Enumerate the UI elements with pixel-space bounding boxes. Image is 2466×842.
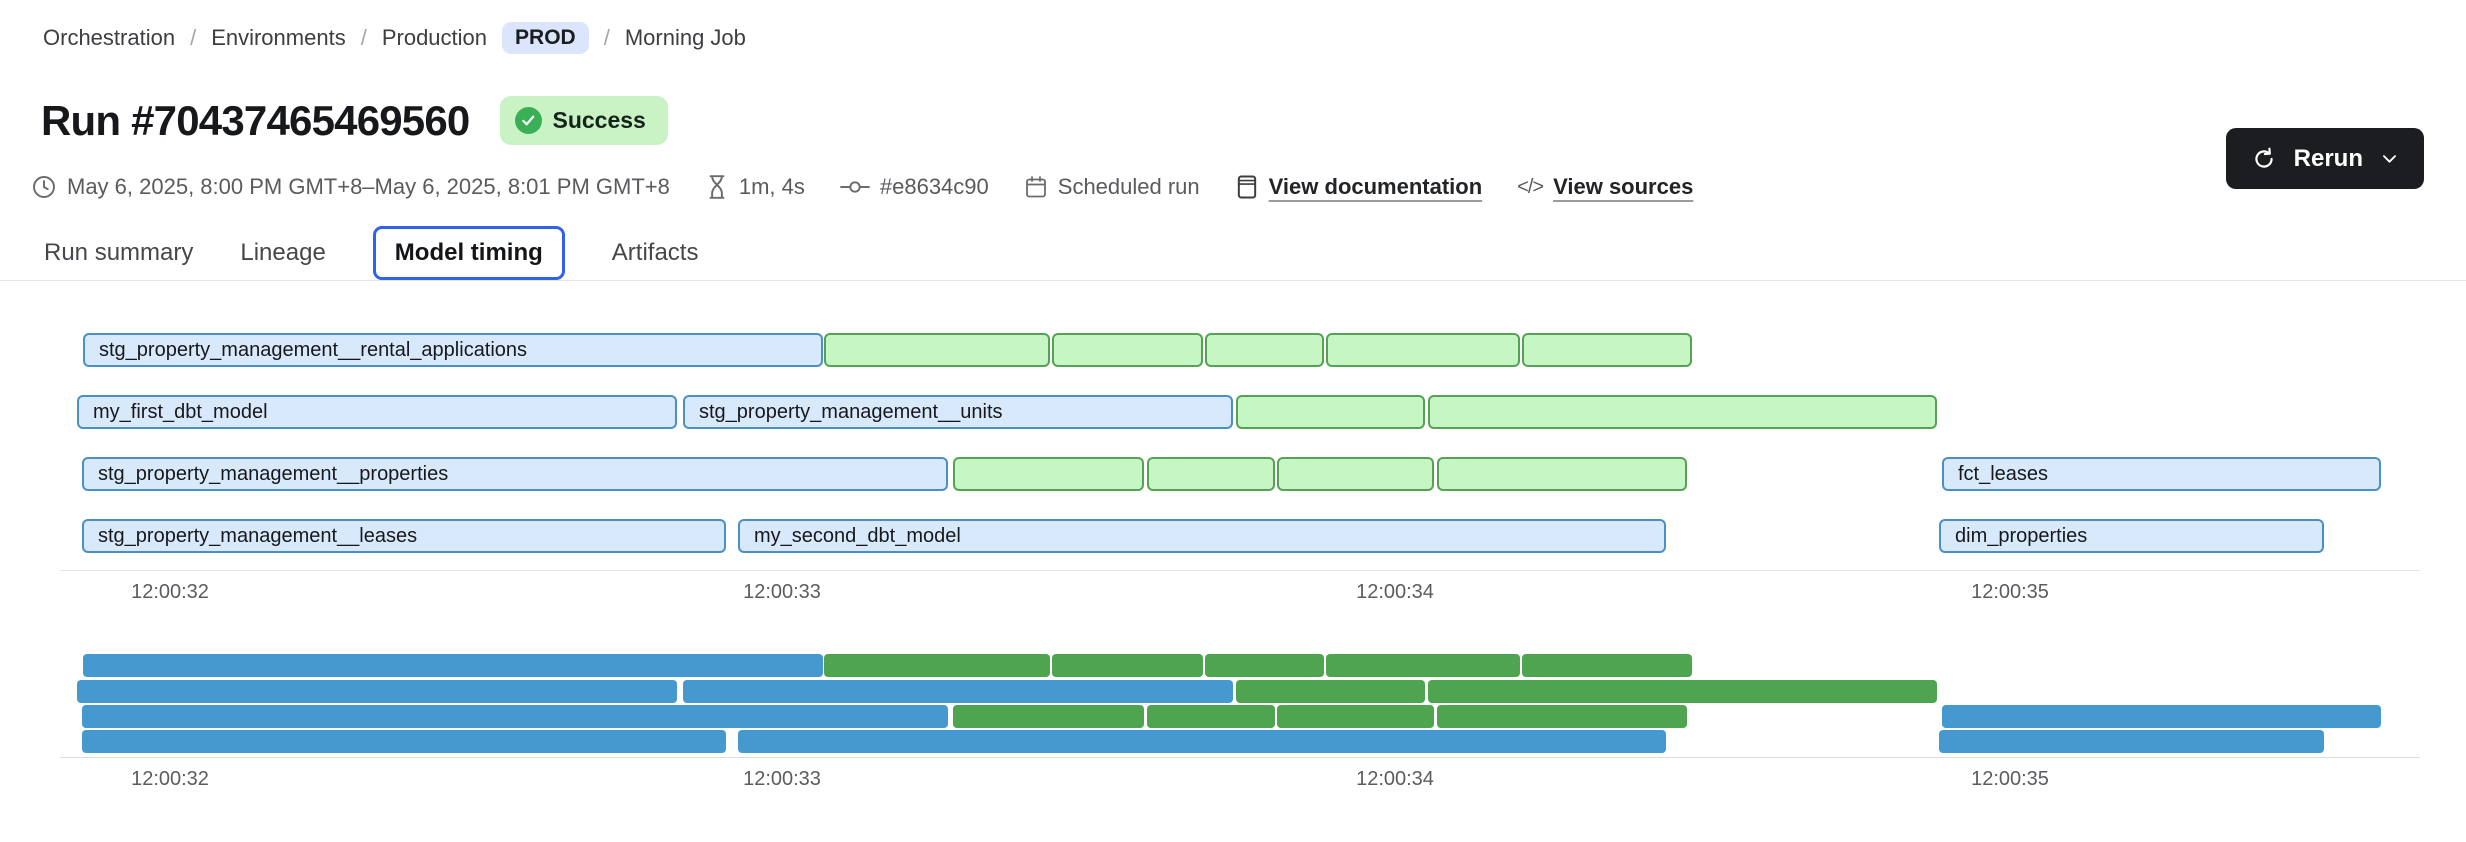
tab-model-timing[interactable]: Model timing <box>372 226 565 280</box>
breadcrumb-environments[interactable]: Environments <box>211 25 346 50</box>
minimap-bar <box>82 705 948 728</box>
success-check-icon <box>514 107 542 134</box>
view-documentation-link-item: View documentation <box>1235 173 1483 201</box>
run-time-range: May 6, 2025, 8:00 PM GMT+8–May 6, 2025, … <box>31 174 670 200</box>
run-trigger: Scheduled run <box>1024 174 1200 200</box>
gantt-bar[interactable] <box>1205 333 1324 367</box>
gantt-bar[interactable]: stg_property_management__leases <box>82 519 726 553</box>
git-commit-icon <box>839 181 870 193</box>
minimap-bar <box>1428 680 1937 703</box>
minimap-bar <box>953 705 1144 728</box>
run-meta-row: May 6, 2025, 8:00 PM GMT+8–May 6, 2025, … <box>31 173 1693 201</box>
minimap-axis-line <box>60 757 2420 758</box>
gantt-bar[interactable]: fct_leases <box>1942 457 2381 491</box>
minimap-bar <box>1277 705 1434 728</box>
tab-lineage[interactable]: Lineage <box>240 239 326 266</box>
axis-tick-label: 12:00:33 <box>743 581 821 603</box>
minimap-bar <box>1939 730 2324 753</box>
view-documentation-link[interactable]: View documentation <box>1268 174 1483 199</box>
clock-icon <box>33 176 55 198</box>
axis-tick-label: 12:00:32 <box>131 581 209 603</box>
minimap-bar <box>1522 654 1692 677</box>
breadcrumb-separator: / <box>360 25 367 50</box>
view-sources-link[interactable]: View sources <box>1553 174 1694 199</box>
gantt-bar[interactable] <box>1147 457 1275 491</box>
minimap-bar <box>1942 705 2381 728</box>
timing-minimap[interactable]: 12:00:32 12:00:33 12:00:34 12:00:35 <box>0 652 2466 797</box>
breadcrumb-morning-job[interactable]: Morning Job <box>624 25 746 50</box>
minimap-bar <box>1052 654 1203 677</box>
axis-tick-label: 12:00:34 <box>1356 768 1434 790</box>
hourglass-icon <box>709 175 725 199</box>
code-icon: </> <box>1517 175 1544 198</box>
minimap-bar <box>1326 654 1520 677</box>
minimap-bar <box>824 654 1050 677</box>
minimap-bar <box>1205 654 1324 677</box>
view-sources-link-item: </> View sources <box>1517 174 1693 200</box>
tab-artifacts[interactable]: Artifacts <box>611 239 699 266</box>
gantt-bar[interactable]: my_second_dbt_model <box>738 519 1666 553</box>
title-row: Run #70437465469560 Success <box>41 96 668 145</box>
minimap-bar <box>738 730 1666 753</box>
gantt-bar[interactable] <box>1437 457 1687 491</box>
gantt-bar[interactable] <box>953 457 1144 491</box>
run-commit: #e8634c90 <box>839 174 989 200</box>
breadcrumb-orchestration[interactable]: Orchestration <box>43 25 176 50</box>
gantt-bar[interactable]: stg_property_management__units <box>683 395 1233 429</box>
rerun-button[interactable]: Rerun <box>2225 128 2424 189</box>
axis-tick-label: 12:00:34 <box>1356 581 1434 603</box>
gantt-bar[interactable] <box>824 333 1050 367</box>
gantt-bar[interactable] <box>1236 395 1425 429</box>
axis-tick-label: 12:00:35 <box>1971 768 2049 790</box>
rerun-label: Rerun <box>2293 144 2363 172</box>
gantt-bar[interactable] <box>1522 333 1692 367</box>
status-badge: Success <box>499 96 668 145</box>
refresh-icon <box>2254 147 2273 168</box>
gantt-bar[interactable]: my_first_dbt_model <box>77 395 677 429</box>
minimap-bar <box>1437 705 1687 728</box>
breadcrumb: Orchestration / Environments / Productio… <box>43 22 746 54</box>
minimap-bar <box>683 680 1233 703</box>
gantt-bar[interactable] <box>1052 333 1203 367</box>
run-tabs: Run summary Lineage Model timing Artifac… <box>44 225 2466 281</box>
breadcrumb-production[interactable]: Production <box>381 25 488 50</box>
minimap-bar <box>1147 705 1275 728</box>
status-label: Success <box>552 107 646 133</box>
gantt-bar[interactable] <box>1277 457 1434 491</box>
breadcrumb-separator: / <box>603 25 610 50</box>
gantt-bar[interactable]: stg_property_management__rental_applicat… <box>83 333 823 367</box>
model-timing-gantt: stg_property_management__rental_applicat… <box>0 333 2466 613</box>
axis-tick-label: 12:00:35 <box>1971 581 2049 603</box>
breadcrumb-separator: / <box>190 25 197 50</box>
chevron-down-icon <box>2383 155 2396 163</box>
tab-run-summary[interactable]: Run summary <box>44 239 194 266</box>
gantt-bar[interactable] <box>1326 333 1520 367</box>
run-duration: 1m, 4s <box>705 174 805 200</box>
gantt-bar[interactable] <box>1428 395 1937 429</box>
minimap-bar <box>83 654 823 677</box>
minimap-bar <box>77 680 677 703</box>
gantt-bar[interactable]: dim_properties <box>1939 519 2324 553</box>
tabs-divider <box>0 280 2466 281</box>
minimap-bar <box>1236 680 1425 703</box>
gantt-axis-line <box>60 570 2420 571</box>
axis-tick-label: 12:00:32 <box>131 768 209 790</box>
gantt-bar[interactable]: stg_property_management__properties <box>82 457 948 491</box>
minimap-bar <box>82 730 726 753</box>
calendar-icon <box>1025 176 1046 198</box>
page-title: Run #70437465469560 <box>41 96 470 144</box>
documentation-icon <box>1237 175 1256 199</box>
prod-environment-badge: PROD <box>502 22 589 54</box>
axis-tick-label: 12:00:33 <box>743 768 821 790</box>
